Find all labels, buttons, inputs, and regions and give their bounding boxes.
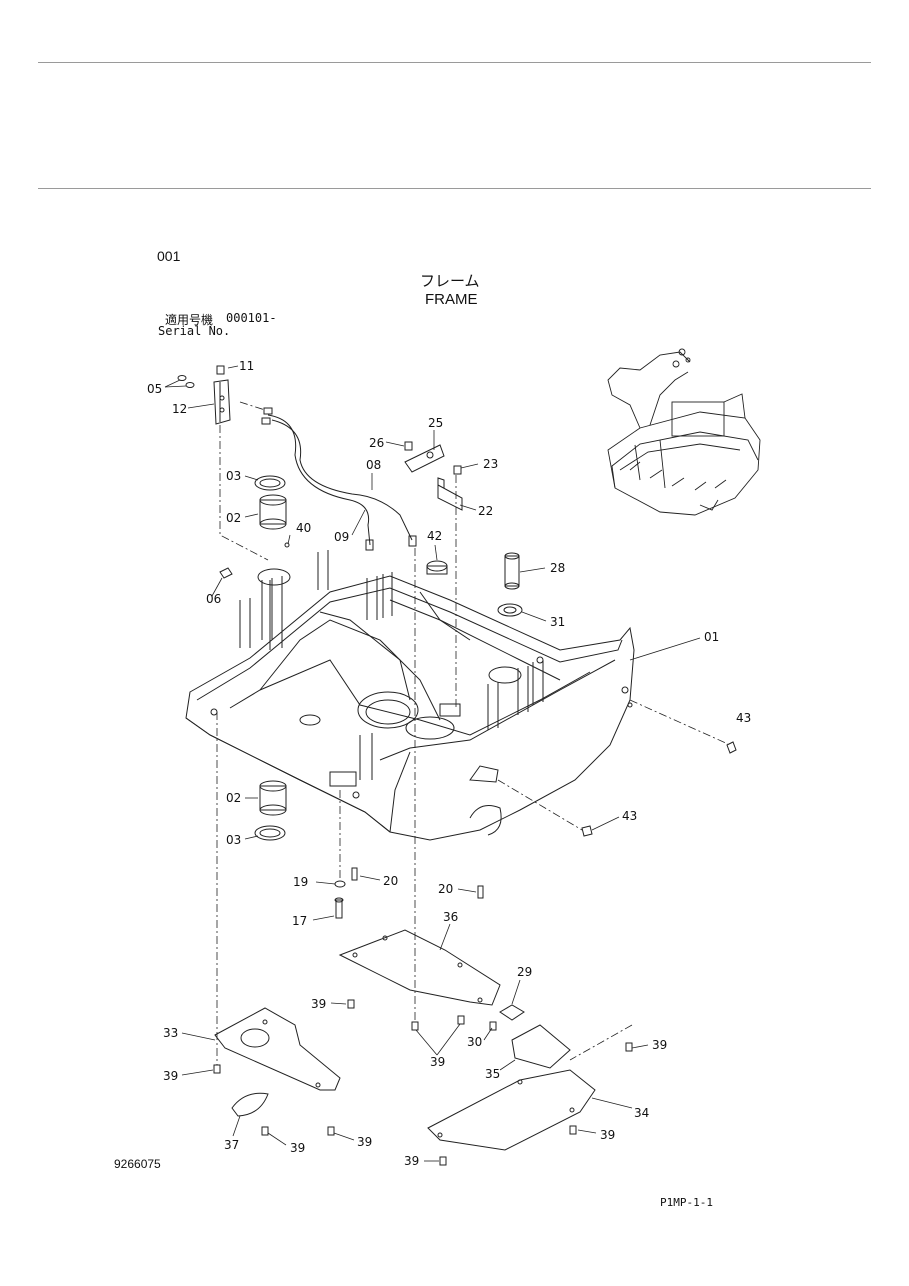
leader-lines: [164, 365, 701, 1162]
part-label-20-left: 20: [383, 874, 398, 888]
title-jp: フレーム: [420, 273, 480, 290]
part-label-43-right: 43: [736, 711, 751, 725]
part-label-30: 30: [467, 1035, 482, 1049]
part-label-39-d: 39: [652, 1038, 667, 1052]
part-label-25: 25: [428, 416, 443, 430]
alignment-lines: [216, 401, 729, 1065]
part-label-39-f: 39: [357, 1135, 372, 1149]
part-label-40: 40: [296, 521, 311, 535]
part-labels: 05 12 11 03 02 40 06 08 09 26 25 23 22 4…: [147, 359, 751, 1168]
part-label-06: 06: [206, 592, 221, 606]
part-label-39-e: 39: [290, 1141, 305, 1155]
inset-machine-view: [607, 348, 761, 516]
bracket-12: [177, 365, 231, 425]
part-label-11: 11: [239, 359, 254, 373]
bracket-25-22: [404, 441, 463, 511]
part-label-42: 42: [427, 529, 442, 543]
part-label-43-lower: 43: [622, 809, 637, 823]
part-label-20-right: 20: [438, 882, 453, 896]
part-label-17: 17: [292, 914, 307, 928]
part-label-09: 09: [334, 530, 349, 544]
part-label-28: 28: [550, 561, 565, 575]
part-label-03-upper: 03: [226, 469, 241, 483]
part-label-12: 12: [172, 402, 187, 416]
part-label-39-c: 39: [430, 1055, 445, 1069]
part-label-22: 22: [478, 504, 493, 518]
part-label-36: 36: [443, 910, 458, 924]
part-label-02-lower: 02: [226, 791, 241, 805]
page-number: 001: [157, 248, 181, 264]
part-label-37: 37: [224, 1138, 239, 1152]
part-label-39-a: 39: [311, 997, 326, 1011]
part-label-31: 31: [550, 615, 565, 629]
part-label-19: 19: [293, 875, 308, 889]
part-label-01: 01: [704, 630, 719, 644]
header-bottom-rule: [38, 188, 871, 189]
part-label-26: 26: [369, 436, 384, 450]
part-label-08: 08: [366, 458, 381, 472]
part-label-29: 29: [517, 965, 532, 979]
bushings: [219, 475, 523, 841]
part-label-03-lower: 03: [226, 833, 241, 847]
part-label-02-upper: 02: [226, 511, 241, 525]
part-label-05: 05: [147, 382, 162, 396]
top-rule: [38, 62, 871, 63]
title-en: FRAME: [425, 291, 478, 308]
part-label-35: 35: [485, 1067, 500, 1081]
under-covers: [214, 929, 596, 1151]
serial-label-en: Serial No.: [158, 324, 231, 338]
fasteners: [213, 741, 737, 1166]
page-code: P1MP-1-1: [660, 1196, 713, 1209]
main-frame: [185, 550, 635, 841]
part-label-33: 33: [163, 1026, 178, 1040]
part-label-23: 23: [483, 457, 498, 471]
part-label-39-b: 39: [163, 1069, 178, 1083]
serial-value: 000101-: [226, 311, 277, 325]
part-label-34: 34: [634, 1106, 649, 1120]
drawing-number: 9266075: [114, 1157, 161, 1171]
part-label-39-h: 39: [404, 1154, 419, 1168]
serial-label-jp: 適用号機: [165, 313, 214, 327]
cable-harness: [261, 407, 417, 551]
part-label-39-g: 39: [600, 1128, 615, 1142]
